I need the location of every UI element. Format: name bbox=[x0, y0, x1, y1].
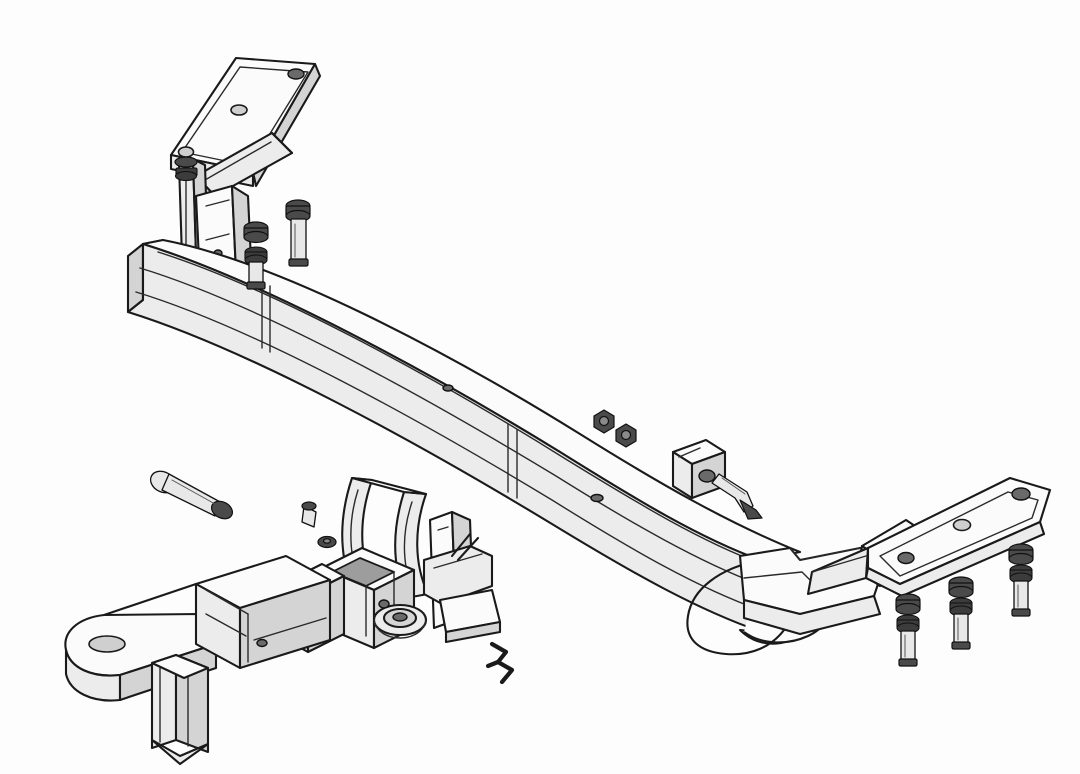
hex-nut-mid-2 bbox=[615, 423, 637, 448]
spacer-plate-bolt bbox=[711, 473, 763, 520]
bolt-right-2 bbox=[948, 576, 974, 650]
bolt-right-3 bbox=[1008, 543, 1034, 617]
r-clip bbox=[485, 641, 515, 685]
small-pin bbox=[301, 501, 317, 528]
bolt-upper-left-2 bbox=[285, 199, 311, 267]
hitch-pin-left bbox=[149, 470, 234, 520]
hex-nut-mid-1 bbox=[593, 409, 615, 434]
bolt-upper-left-1 bbox=[243, 221, 269, 290]
right-mounting-arm bbox=[806, 476, 1052, 598]
spacer-plate bbox=[671, 438, 727, 500]
drawbar-tongue bbox=[64, 554, 332, 766]
bolt-right-1 bbox=[895, 593, 921, 667]
small-washer bbox=[317, 535, 337, 549]
